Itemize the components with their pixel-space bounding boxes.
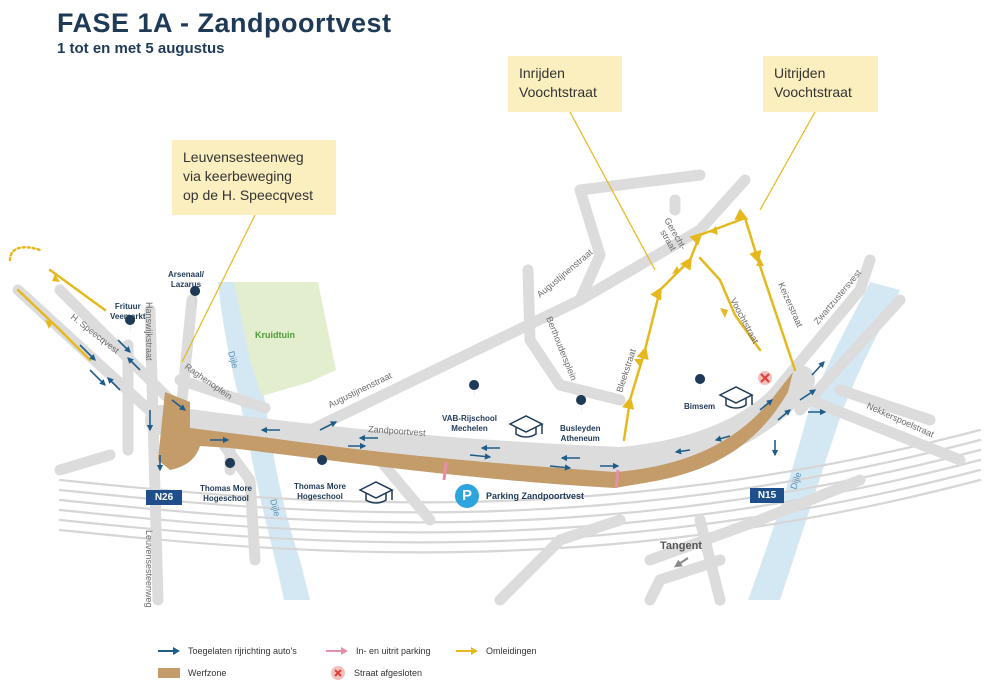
page-title: FASE 1A - Zandpoortvest bbox=[57, 8, 392, 38]
parking-label: Parking Zandpoortvest bbox=[486, 491, 585, 501]
poi-bimsem: Bimsem bbox=[684, 402, 715, 412]
street-leuvensesteenweg: Leuvensesteenweg bbox=[144, 530, 154, 608]
callout-inrijden: Inrijden Voochtstraat bbox=[508, 56, 622, 112]
kruidtuin-label: Kruidtuin bbox=[255, 330, 295, 340]
legend-werfzone: Werfzone bbox=[158, 668, 226, 678]
poi-thomas-more-2: Thomas More Hogeschool bbox=[294, 482, 346, 502]
poi-frituur: Frituur Veemarkt bbox=[110, 302, 146, 322]
arrow-right-icon bbox=[158, 647, 180, 655]
poi-busleyden: Busleyden Atheneum bbox=[560, 424, 600, 444]
arrow-right-icon bbox=[326, 647, 348, 655]
street-voochtstraat: Voochtstraat bbox=[728, 296, 761, 345]
close-icon bbox=[331, 666, 345, 680]
callout-line: Uitrijden bbox=[774, 65, 826, 81]
poi-thomas-more-1: Thomas More Hogeschool bbox=[200, 484, 252, 504]
legend-text: In- en uitrit parking bbox=[356, 646, 431, 656]
legend-text: Werfzone bbox=[188, 668, 227, 678]
callout-leuvensesteenweg: Leuvensesteenweg via keerbeweging op de … bbox=[172, 140, 336, 215]
street-dijle-west: Dijle bbox=[226, 350, 240, 370]
callout-line: Voochtstraat bbox=[519, 84, 597, 100]
poi-line: Busleyden bbox=[560, 424, 601, 433]
callout-line: Voochtstraat bbox=[774, 84, 852, 100]
werfzone-swatch bbox=[158, 668, 180, 678]
legend-detour: Omleidingen bbox=[456, 646, 537, 656]
legend-text: Toegelaten rijrichting auto's bbox=[188, 646, 297, 656]
graduation-cap-icon bbox=[358, 386, 754, 504]
legend-text: Omleidingen bbox=[486, 646, 537, 656]
werfzone-area bbox=[158, 372, 793, 488]
poi-line: Atheneum bbox=[560, 434, 600, 443]
parking-icon: P bbox=[455, 484, 479, 508]
poi-line: VAB-Rijschool bbox=[442, 414, 497, 423]
detour-arrowheads bbox=[45, 226, 764, 367]
arrow-right-icon bbox=[456, 647, 478, 655]
callout-uitrijden: Uitrijden Voochtstraat bbox=[763, 56, 878, 112]
road-network bbox=[12, 169, 966, 606]
street-closed-marker bbox=[758, 371, 772, 385]
kruidtuin-park bbox=[234, 282, 336, 396]
street-hanswijkstraat: Hanswijkstraat bbox=[144, 302, 154, 361]
tangent-arrow-icon bbox=[674, 557, 689, 568]
poi-line: Hogeschool bbox=[203, 494, 249, 503]
tangent-label: Tangent bbox=[660, 540, 702, 552]
poi-line: Bimsem bbox=[684, 402, 716, 411]
legend-allowed: Toegelaten rijrichting auto's bbox=[158, 646, 297, 656]
poi-line: Hogeschool bbox=[297, 492, 343, 501]
page-subtitle: 1 tot en met 5 augustus bbox=[57, 40, 225, 57]
callout-line: Leuvensesteenweg bbox=[183, 149, 304, 165]
poi-arsenaal: Arsenaal/ Lazarus bbox=[168, 270, 204, 290]
poi-line: Arsenaal/ bbox=[168, 270, 205, 279]
dijle-river-east bbox=[748, 282, 900, 600]
legend-parking: In- en uitrit parking bbox=[326, 646, 431, 656]
street-zandpoortvest: Zandpoortvest bbox=[368, 424, 427, 438]
poi-vab: VAB-Rijschool Mechelen bbox=[442, 414, 497, 434]
poi-line: Thomas More bbox=[294, 482, 347, 491]
street-keizerstraat: Keizerstraat bbox=[776, 281, 805, 329]
detour-routes bbox=[8, 208, 797, 442]
poi-line: Veemarkt bbox=[110, 312, 146, 321]
legend-closed: Straat afgesloten bbox=[330, 665, 422, 681]
shield-n26: N26 bbox=[146, 490, 182, 505]
poi-line: Frituur bbox=[114, 302, 141, 311]
callout-line: Inrijden bbox=[519, 65, 565, 81]
poi-line: Lazarus bbox=[170, 280, 202, 289]
callout-line: op de H. Speecqvest bbox=[183, 187, 313, 203]
legend-text: Straat afgesloten bbox=[354, 668, 423, 678]
direction-arrows bbox=[79, 339, 827, 472]
shield-n15: N15 bbox=[750, 488, 784, 503]
poi-line: Thomas More bbox=[200, 484, 253, 493]
callout-line: via keerbeweging bbox=[183, 168, 292, 184]
street-dijle-south: Dijle bbox=[268, 498, 282, 518]
callout-leaders bbox=[181, 111, 816, 363]
map-pin-icon bbox=[125, 286, 706, 478]
parking-crossings bbox=[442, 461, 620, 489]
poi-line: Mechelen bbox=[451, 424, 488, 433]
